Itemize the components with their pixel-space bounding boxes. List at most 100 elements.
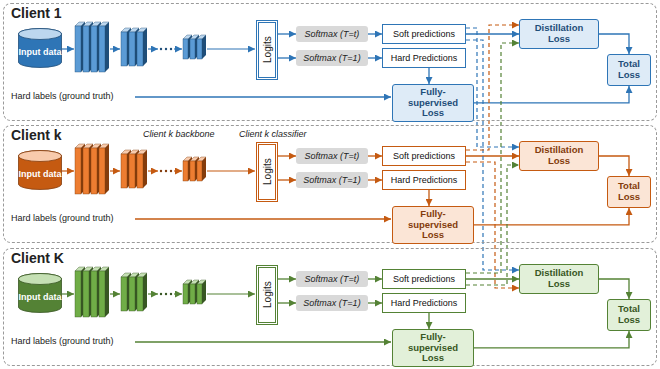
flow-arrow — [110, 48, 120, 49]
loss-box: Distillation Loss — [519, 19, 599, 49]
layer-front — [183, 161, 188, 181]
flow-arrow — [174, 48, 182, 49]
flow-arrow — [278, 155, 296, 156]
ellipsis-dot — [160, 170, 162, 172]
label-wire — [135, 341, 391, 342]
layer-front — [197, 284, 202, 304]
flow-arrow — [110, 170, 120, 171]
flow-arrow — [62, 293, 74, 294]
layer-side — [143, 150, 147, 188]
loss-label: Distillation Loss — [523, 268, 595, 289]
layer-side — [105, 22, 109, 72]
layer-front — [190, 284, 195, 304]
data-label: Input data — [19, 292, 62, 302]
cylinder-body — [19, 151, 62, 190]
loss-label: Fully-supervised Loss — [396, 332, 470, 364]
ellipsis-dot — [170, 293, 172, 295]
loss-box: Total Loss — [607, 299, 651, 331]
layer-front — [99, 148, 105, 194]
layer-front — [137, 32, 143, 66]
layer-front — [121, 32, 127, 66]
flow-arrow — [599, 34, 629, 54]
ellipsis-dot — [165, 48, 167, 50]
loss-box: Distillation Loss — [519, 141, 599, 171]
flow-arrow — [278, 278, 296, 279]
softmax-label: Softmax (T=t) — [305, 274, 360, 284]
flow-arrow — [207, 170, 255, 171]
flow-arrow — [207, 48, 255, 49]
flow-arrow — [466, 33, 519, 34]
logits-label: Logits — [261, 282, 272, 309]
layer-front — [137, 154, 143, 188]
loss-box: Distillation Loss — [519, 264, 599, 294]
part-caption: Client k backbone — [143, 129, 215, 139]
logits-box: Logits — [256, 265, 278, 325]
loss-label: Distillation Loss — [523, 145, 595, 166]
layer-front — [75, 148, 81, 194]
loss-label: Total Loss — [611, 181, 647, 202]
loss-box: Total Loss — [607, 176, 651, 208]
flow-arrow — [466, 278, 519, 279]
prediction-box: Soft predictions — [382, 146, 466, 166]
cylinder-body — [19, 29, 62, 68]
softmax-box: Softmax (T=t) — [296, 26, 368, 42]
softmax-box: Softmax (T=t) — [296, 271, 368, 287]
layer-front — [75, 271, 81, 317]
loss-label: Total Loss — [611, 304, 647, 325]
flow-arrow — [368, 155, 382, 156]
prediction-label: Hard Predictions — [391, 53, 458, 63]
flow-arrow — [207, 293, 255, 294]
layer-front — [121, 277, 127, 311]
flow-arrow — [466, 155, 519, 156]
layer-front — [197, 161, 202, 181]
prediction-box: Hard Predictions — [382, 293, 466, 313]
layer-front — [129, 154, 135, 188]
flow-arrow — [428, 68, 429, 84]
prediction-box: Hard Predictions — [382, 170, 466, 190]
layer-front — [197, 39, 202, 59]
layer-side — [143, 28, 147, 66]
loss-label: Total Loss — [611, 59, 647, 80]
layer-front — [99, 271, 105, 317]
flow-arrow — [62, 170, 74, 171]
layer-front — [129, 32, 135, 66]
prediction-box: Soft predictions — [382, 24, 466, 44]
input-label: Hard labels (ground truth) — [11, 213, 114, 223]
layer-front — [183, 284, 188, 304]
flow-arrow — [368, 179, 382, 180]
flow-arrow — [428, 190, 429, 206]
flow-arrow — [174, 293, 182, 294]
data-cylinder: Input data — [18, 28, 62, 68]
data-label: Input data — [19, 47, 62, 57]
softmax-label: Softmax (T=t) — [305, 29, 360, 39]
ellipsis-dot — [165, 170, 167, 172]
data-cylinder: Input data — [18, 273, 62, 313]
cnn-backbone — [62, 22, 391, 97]
label-wire — [135, 218, 391, 219]
ellipsis-dot — [160, 293, 162, 295]
flow-arrow — [368, 33, 382, 34]
logits-box: Logits — [256, 20, 278, 80]
softmax-label: Softmax (T=1) — [303, 175, 360, 185]
backbone-layer — [62, 22, 391, 342]
flow-arrow — [474, 208, 629, 225]
layer-side — [202, 280, 206, 304]
label-wire — [135, 96, 391, 97]
flow-arrow — [110, 293, 120, 294]
ellipsis-dot — [160, 48, 162, 50]
layer-side — [202, 35, 206, 59]
flow-arrow — [148, 170, 158, 171]
loss-label: Fully-supervised Loss — [396, 87, 470, 119]
layer-front — [91, 271, 97, 317]
cylinder-top — [19, 151, 62, 162]
input-label: Hard labels (ground truth) — [11, 91, 114, 101]
loss-box: Fully-supervised Loss — [392, 84, 474, 122]
layer-front — [83, 148, 89, 194]
client-panel: Client KInput dataLogitsSoftmax (T=t)Sof… — [3, 248, 657, 366]
layer-front — [190, 161, 195, 181]
layer-front — [75, 26, 81, 72]
loss-label: Distillation Loss — [523, 23, 595, 44]
prediction-box: Hard Predictions — [382, 48, 466, 68]
flow-arrow — [474, 86, 629, 103]
